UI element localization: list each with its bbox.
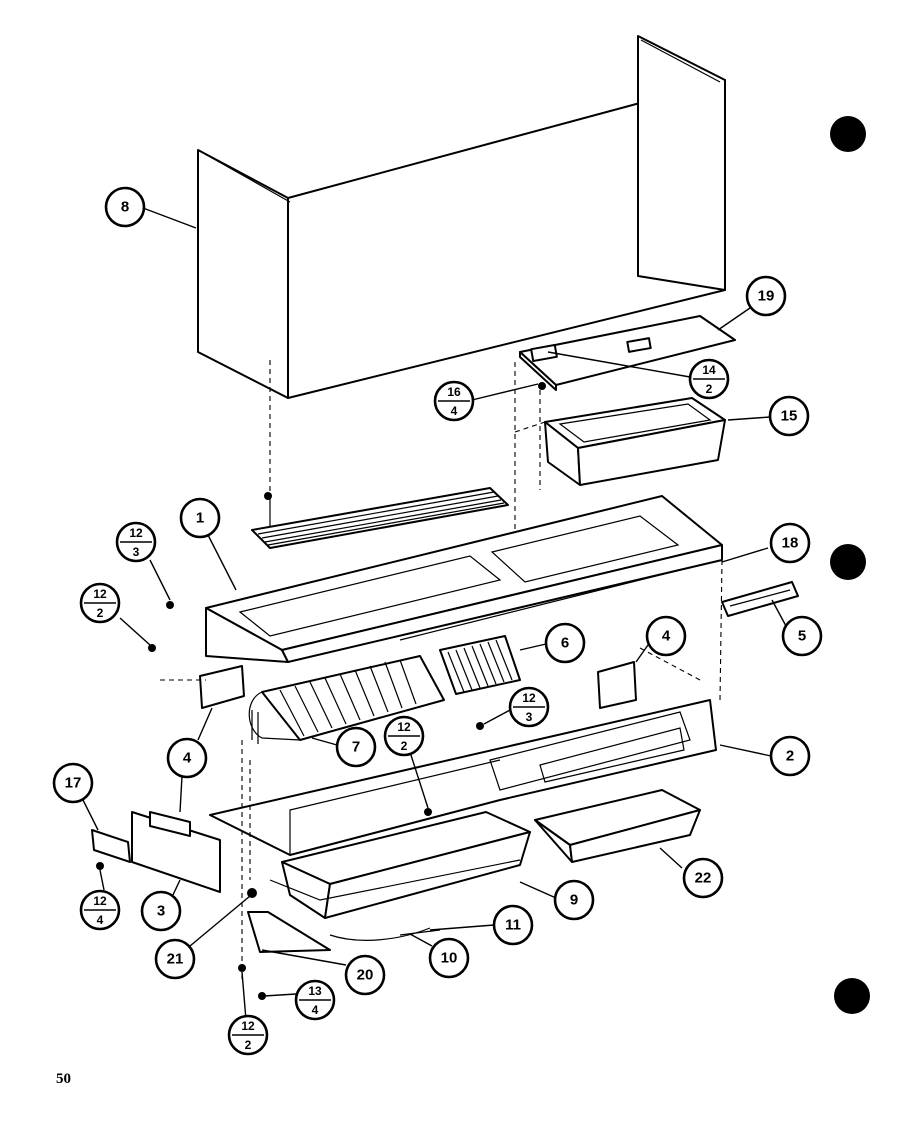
condenser-coil xyxy=(248,655,445,744)
callout-6: 6 xyxy=(544,622,586,664)
small-bracket xyxy=(91,829,131,863)
callout-12-2-center-bottom: 2 xyxy=(401,739,408,753)
callout-14-2-bottom: 2 xyxy=(706,382,713,396)
callout-12-2-left: 122 xyxy=(79,582,121,624)
callout-17-label: 17 xyxy=(65,775,82,792)
callout-12-4-top: 12 xyxy=(93,894,107,908)
callout-14-2-top: 14 xyxy=(702,363,716,377)
callout-4-left-label: 4 xyxy=(183,750,192,767)
callout-19: 19 xyxy=(745,275,787,317)
callout-9: 9 xyxy=(553,879,595,921)
callout-12-3-upper-bottom: 3 xyxy=(133,545,140,559)
callout-12-2-center-top: 12 xyxy=(397,720,411,734)
callout-4-right: 4 xyxy=(645,615,687,657)
callout-10-label: 10 xyxy=(441,950,458,967)
callout-16-4-bottom: 4 xyxy=(451,404,458,418)
callout-12-2-left-top: 12 xyxy=(93,587,107,601)
callout-12-4: 124 xyxy=(79,889,121,931)
callout-13-4-bottom: 4 xyxy=(312,1003,319,1017)
callout-15-label: 15 xyxy=(781,408,798,425)
leader-lines xyxy=(82,207,787,1021)
callout-8-label: 8 xyxy=(121,199,129,216)
binder-hole-top xyxy=(830,116,866,152)
callout-12-2-center: 122 xyxy=(383,715,425,757)
callout-22-label: 22 xyxy=(695,870,712,887)
page-number: 50 xyxy=(56,1071,71,1087)
binder-hole-bottom xyxy=(834,978,870,1014)
callout-12-3-lower-top: 12 xyxy=(522,691,536,705)
callout-16-4: 164 xyxy=(433,380,475,422)
control-box xyxy=(544,397,726,486)
side-panel-right xyxy=(597,661,637,709)
bracket-strip xyxy=(721,581,799,617)
cabinet-shell xyxy=(197,35,726,399)
callout-2-label: 2 xyxy=(786,748,794,765)
callout-3-label: 3 xyxy=(157,903,165,920)
callout-13-4-top: 13 xyxy=(308,984,322,998)
callout-5: 5 xyxy=(781,615,823,657)
top-frame xyxy=(205,495,723,663)
callout-12-2-bottom-bottom: 2 xyxy=(245,1038,252,1052)
drain-pan xyxy=(269,811,531,919)
callout-8: 8 xyxy=(104,186,146,228)
callout-4-right-label: 4 xyxy=(662,628,671,645)
callout-12-2-bottom-top: 12 xyxy=(241,1019,255,1033)
callout-1: 1 xyxy=(179,497,221,539)
callout-12-4-bottom: 4 xyxy=(97,913,104,927)
callout-20-label: 20 xyxy=(357,967,374,984)
callout-11: 11 xyxy=(492,904,534,946)
callout-12-3-lower-bottom: 3 xyxy=(526,710,533,724)
callout-12-3-upper: 123 xyxy=(115,521,157,563)
callout-18: 18 xyxy=(769,522,811,564)
callout-17: 17 xyxy=(52,762,94,804)
callout-12-2-bottom: 122 xyxy=(227,1014,269,1056)
base-pan xyxy=(209,699,717,856)
callout-4-left: 4 xyxy=(166,737,208,779)
callout-12-3-upper-top: 12 xyxy=(129,526,143,540)
callout-5-label: 5 xyxy=(798,628,806,645)
callout-13-4: 134 xyxy=(294,979,336,1021)
callout-18-label: 18 xyxy=(782,535,799,552)
callout-3: 3 xyxy=(140,890,182,932)
side-panel-left xyxy=(199,665,245,709)
control-cover xyxy=(519,315,736,391)
front-panel xyxy=(131,811,221,893)
callout-12-2-left-bottom: 2 xyxy=(97,606,104,620)
callout-16-4-top: 16 xyxy=(447,385,461,399)
callout-7: 7 xyxy=(335,726,377,768)
callout-10: 10 xyxy=(428,937,470,979)
mounting-bracket xyxy=(247,911,331,953)
binder-hole-middle xyxy=(830,544,866,580)
callout-21-label: 21 xyxy=(167,951,184,968)
callout-15: 15 xyxy=(768,395,810,437)
grille xyxy=(251,487,509,549)
callout-6-label: 6 xyxy=(561,635,569,652)
callout-2: 2 xyxy=(769,735,811,777)
callout-19-label: 19 xyxy=(758,288,775,305)
callout-9-label: 9 xyxy=(570,892,578,909)
callout-22: 22 xyxy=(682,857,724,899)
tubing xyxy=(329,927,441,941)
callout-1-label: 1 xyxy=(196,510,204,527)
callout-20: 20 xyxy=(344,954,386,996)
screws xyxy=(96,382,546,1000)
tray xyxy=(534,789,701,863)
callout-11-label: 11 xyxy=(505,917,521,934)
callout-14-2: 142 xyxy=(688,358,730,400)
callout-12-3-lower: 123 xyxy=(508,686,550,728)
evaporator-coil xyxy=(439,635,521,695)
callout-21: 21 xyxy=(154,938,196,980)
callout-7-label: 7 xyxy=(352,739,360,756)
